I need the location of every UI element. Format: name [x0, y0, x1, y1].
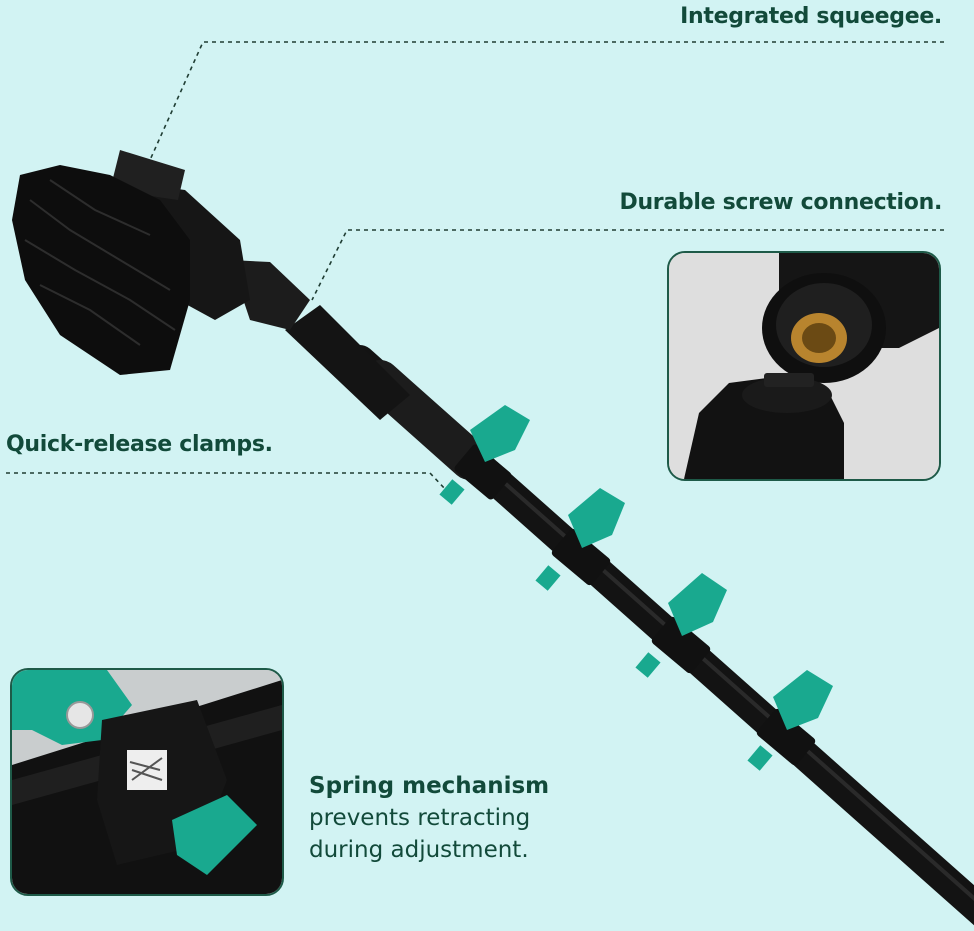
quick-release-clamp [439, 405, 530, 505]
callout-lines [6, 41, 944, 491]
spring-mechanism-detail [12, 670, 282, 894]
quick-release-clamp [635, 573, 727, 678]
spring-mechanism-caption: Spring mechanism prevents retracting dur… [309, 770, 549, 866]
spring-description-line1: prevents retracting [309, 805, 531, 831]
label-quick-release-clamps: Quick-release clamps. [6, 432, 273, 457]
brush-bristles [12, 165, 190, 375]
spring-description-line2: during adjustment. [309, 837, 529, 863]
spring-coil [129, 757, 163, 781]
label-screw-connection: Durable screw connection. [619, 190, 942, 215]
label-integrated-squeegee: Integrated squeegee. [680, 4, 942, 29]
brush-head [12, 150, 410, 420]
callout-line-screw [311, 229, 944, 301]
inset-screw-connection [667, 251, 941, 481]
spring-title: Spring mechanism [309, 773, 550, 799]
quick-release-clamp [747, 670, 833, 771]
screw-connection-detail [669, 253, 939, 479]
inset-spring-mechanism [10, 668, 284, 896]
callout-line-clamps [6, 472, 447, 491]
quick-release-clamp [535, 488, 625, 591]
callout-line-squeegee [149, 41, 944, 161]
